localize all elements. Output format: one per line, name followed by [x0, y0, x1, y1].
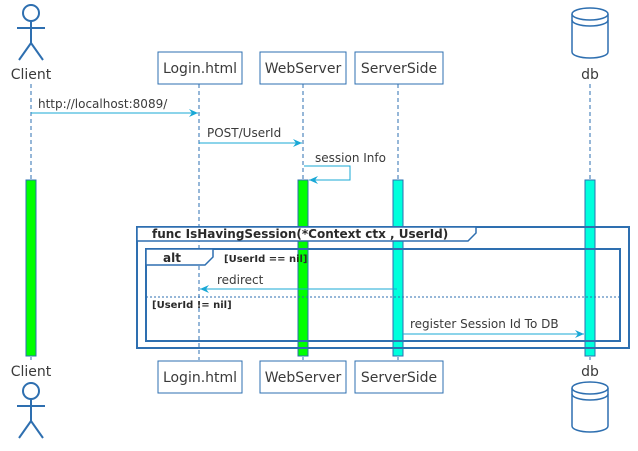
actor-icon [17, 4, 45, 61]
message-label-3: session Info [315, 151, 386, 165]
participant-login-bottom [157, 360, 243, 394]
participant-serverside-bottom [354, 360, 444, 394]
database-icon-top [571, 7, 609, 59]
participant-label-webserver-top: WebServer [265, 61, 342, 77]
frame-alt-title: alt [163, 251, 181, 265]
frame-alt-guard-2: [UserId != nil] [152, 300, 232, 311]
participant-client-bottom [17, 382, 45, 439]
participant-label-login-bottom: Login.html [163, 370, 237, 386]
participant-label-db-bottom: db [581, 364, 599, 380]
activation-serverside [392, 179, 404, 357]
participant-label-db-top: db [581, 67, 599, 83]
message-label-2: POST/UserId [207, 126, 281, 140]
participant-client-top [17, 4, 45, 61]
activation-db [584, 179, 596, 357]
participant-label-serverside-bottom: ServerSide [361, 370, 437, 386]
lifelines [30, 84, 591, 360]
activation-webserver [297, 179, 309, 357]
frame-alt-tab [145, 248, 214, 266]
participant-label-webserver-bottom: WebServer [265, 370, 342, 386]
database-icon-bottom [571, 381, 609, 433]
frame-func-title: func IsHavingSession(*Context ctx , User… [152, 227, 448, 241]
message-label-4: redirect [217, 273, 264, 287]
frame-func-tab [136, 226, 477, 242]
frame-alt-guard-1: [UserId == nil] [224, 254, 308, 265]
participant-login-top [157, 51, 243, 85]
message-arrow-3-self [304, 165, 351, 184]
participant-serverside-top [354, 51, 444, 85]
participant-label-client-bottom: Client [11, 364, 52, 380]
message-label-1: http://localhost:8089/ [38, 97, 168, 111]
participant-label-client-top: Client [11, 67, 52, 83]
participant-label-serverside-top: ServerSide [361, 61, 437, 77]
actor-icon [17, 382, 45, 439]
participant-webserver-bottom [259, 360, 347, 394]
message-label-5: register Session Id To DB [410, 317, 559, 331]
frame-alt [145, 248, 621, 342]
activation-client [25, 179, 37, 357]
participant-label-login-top: Login.html [163, 61, 237, 77]
participant-webserver-top [259, 51, 347, 85]
